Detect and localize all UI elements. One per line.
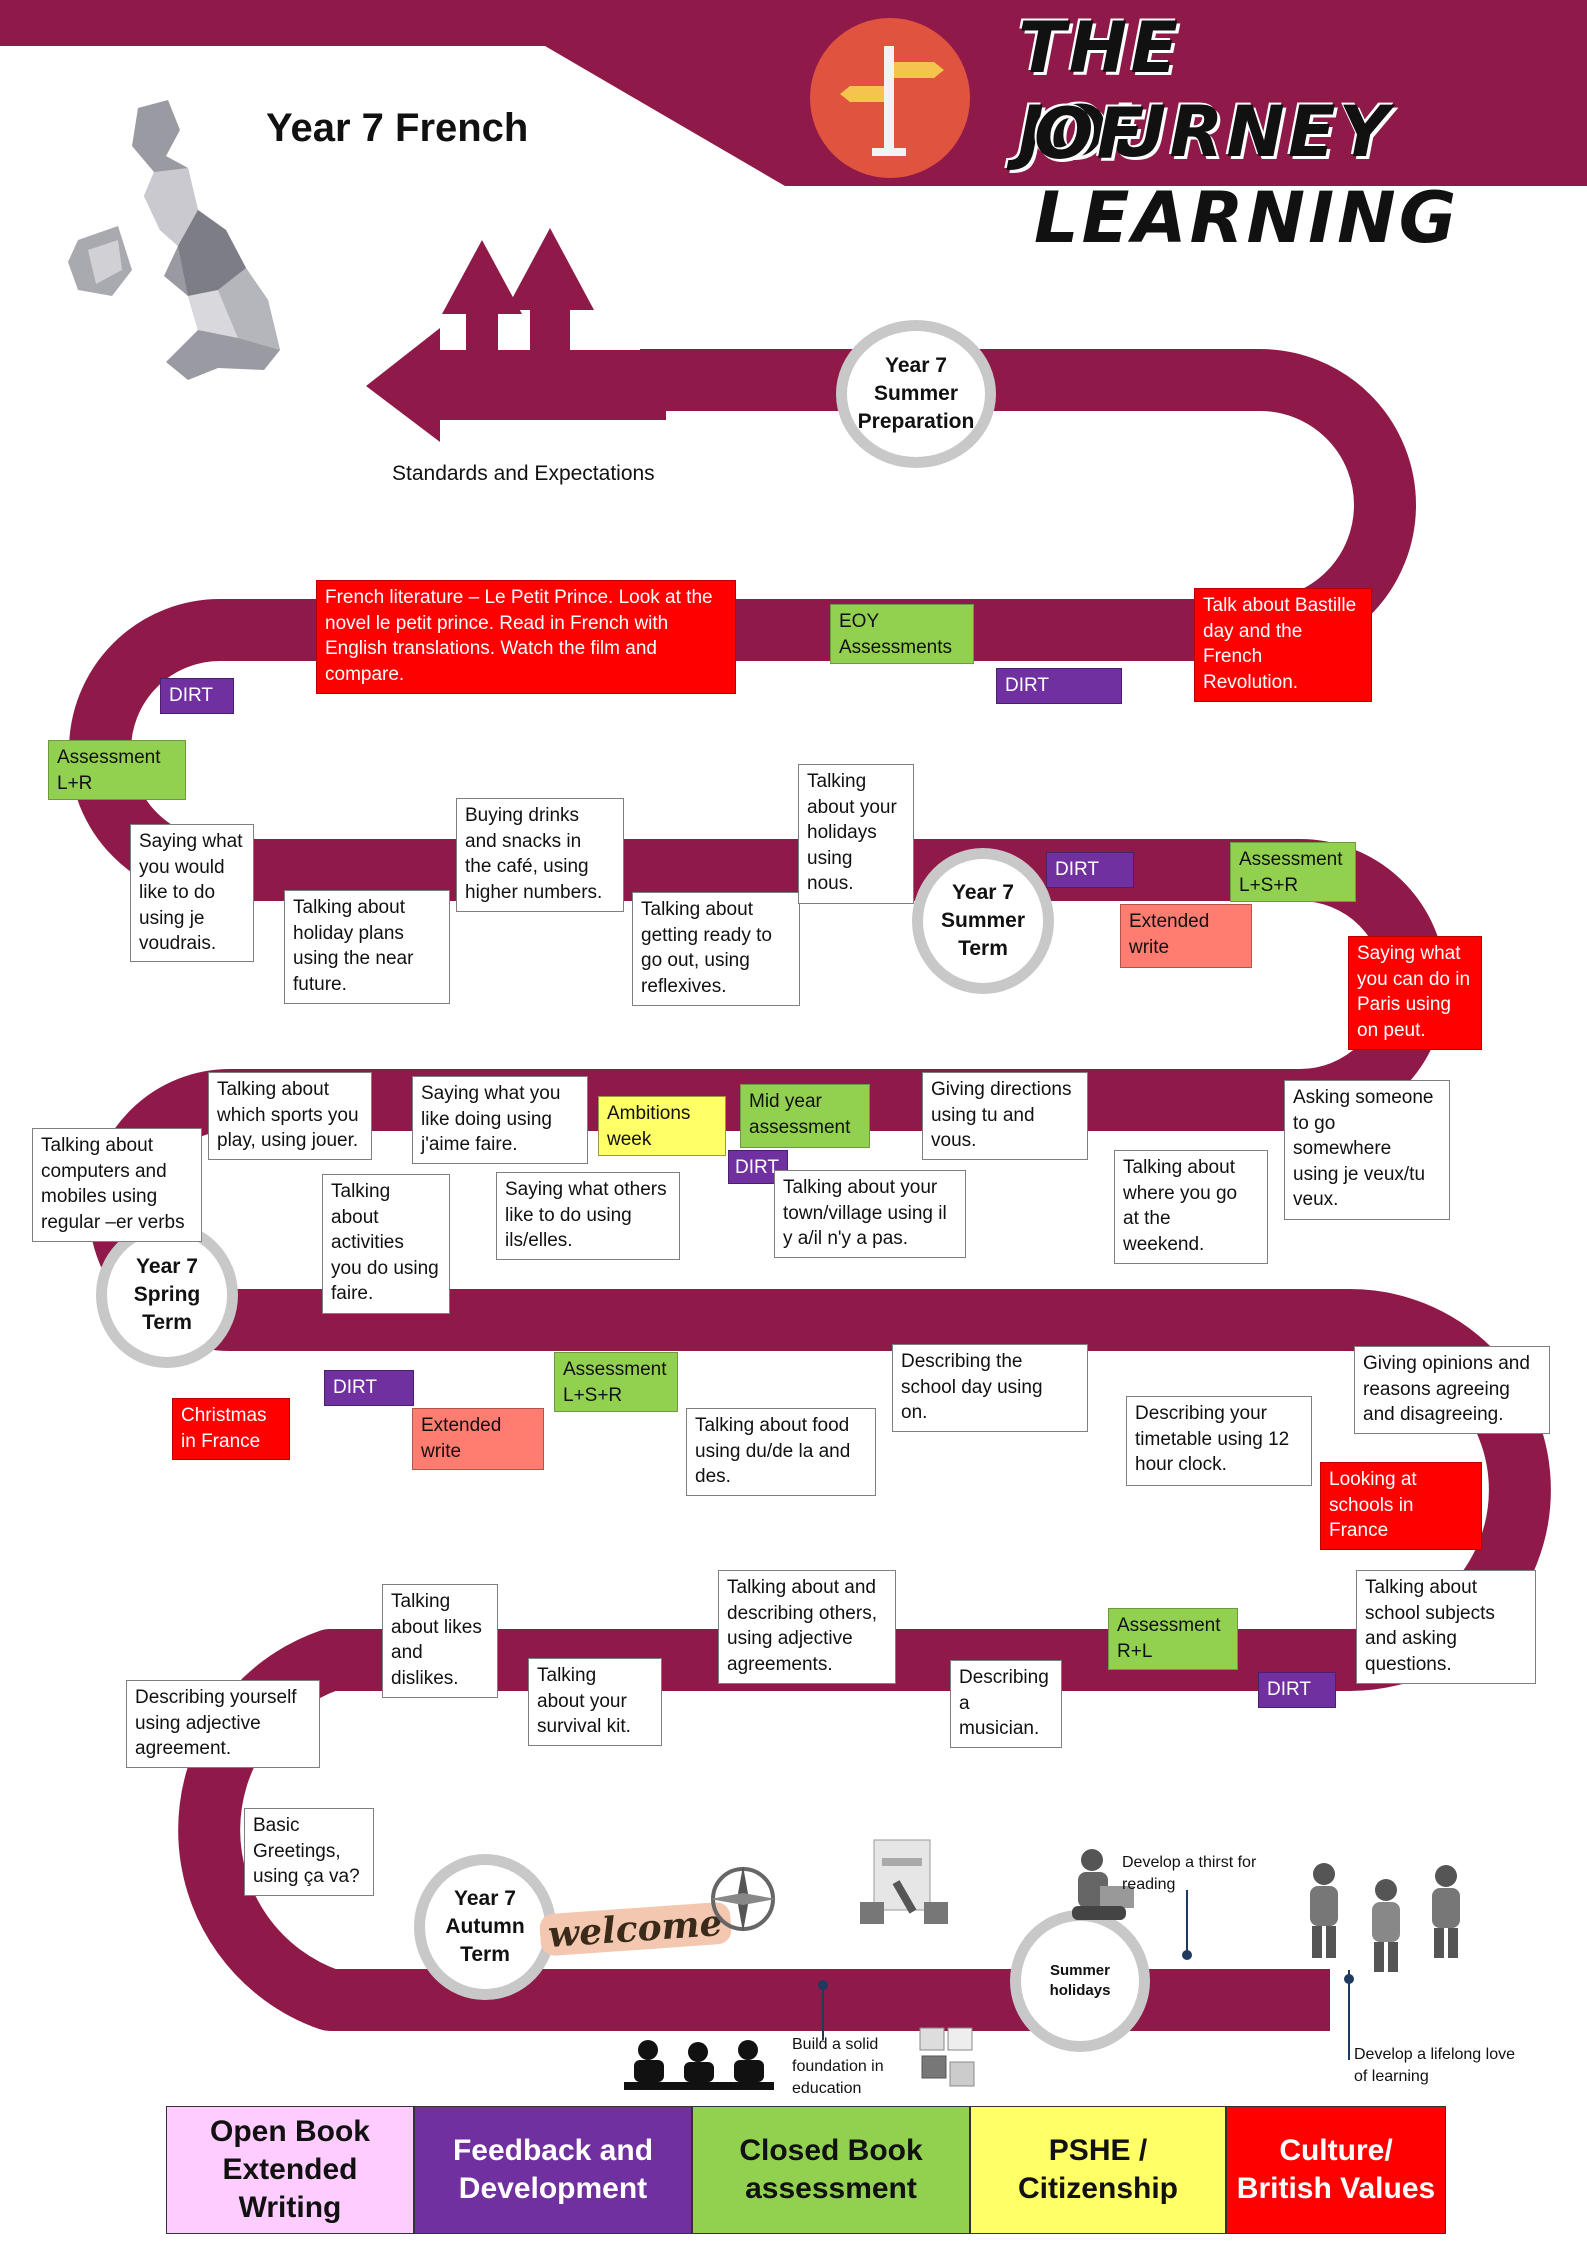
box-assessment-lr: Assessment L+R: [48, 740, 186, 800]
box-opinions: Giving opinions and reasons agreeing and…: [1354, 1346, 1550, 1434]
expectations-arrow-icon: [366, 228, 666, 442]
thirst-pointer: [1186, 1890, 1188, 1954]
box-sports: Talking about which sports you play, usi…: [208, 1072, 372, 1160]
box-assessment-lsr: Assessment L+S+R: [554, 1352, 678, 1412]
box-jaime: Saying what you like doing using j'aime …: [412, 1076, 588, 1164]
box-extended-write: Extended write: [412, 1408, 544, 1470]
box-christmas: Christmas in France: [172, 1398, 290, 1460]
lifelong-pointer: [1348, 1970, 1350, 2060]
box-town: Talking about your town/village using il…: [774, 1170, 966, 1258]
box-holidays-nous: Talking about your holidays using nous.: [798, 764, 914, 904]
signpost-icon: [810, 18, 970, 178]
box-schools-france: Looking at schools in France: [1320, 1462, 1482, 1550]
building-blocks-icon: [919, 2027, 975, 2087]
term-spring: Year 7 Spring Term: [96, 1222, 238, 1368]
header-banner: [0, 0, 1587, 186]
box-asking: Asking someone to go somewhere using je …: [1284, 1080, 1450, 1220]
standards-label: Standards and Expectations: [392, 462, 655, 485]
walking-people-icon: [1310, 1863, 1460, 1972]
box-computers: Talking about computers and mobiles usin…: [32, 1128, 202, 1242]
box-greetings: Basic Greetings, using ça va?: [244, 1808, 374, 1896]
legend-closed-book: Closed Book assessment: [692, 2106, 970, 2234]
box-describing-others: Talking about and describing others, usi…: [718, 1570, 896, 1684]
reader-icon: [1072, 1849, 1134, 1920]
box-assessment-rl: Assessment R+L: [1108, 1608, 1238, 1670]
term-autumn: Year 7 Autumn Term: [414, 1854, 556, 2000]
box-mid-year-assessment: Mid year assessment: [740, 1084, 870, 1148]
box-food: Talking about food using du/de la and de…: [686, 1408, 876, 1496]
box-school-day: Describing the school day using on.: [892, 1344, 1088, 1432]
lifelong-label: Develop a lifelong love of learning: [1354, 2046, 1515, 2085]
thirst-pointer-dot: [1182, 1950, 1192, 1960]
compass-icon: [710, 1866, 776, 1932]
students-studying-icon: [624, 2040, 774, 2090]
box-school-subjects: Talking about school subjects and asking…: [1356, 1570, 1536, 1684]
box-getting-ready: Talking about getting ready to go out, u…: [632, 892, 800, 1006]
box-musician: Describing a musician.: [950, 1660, 1062, 1748]
page-title-line1: THE JOURNEY: [1018, 7, 1393, 173]
box-directions: Giving directions using tu and vous.: [922, 1072, 1088, 1160]
foundation-pointer-dot: [818, 1980, 828, 1990]
box-holiday-plans: Talking about holiday plans using the ne…: [284, 890, 450, 1004]
box-survival-kit: Talking about your survival kit.: [528, 1658, 662, 1746]
box-petit-prince: French literature – Le Petit Prince. Loo…: [316, 580, 736, 694]
box-buying-drinks: Buying drinks and snacks in the café, us…: [456, 798, 624, 912]
box-paris: Saying what you can do in Paris using on…: [1348, 936, 1482, 1050]
legend-pshe: PSHE / Citizenship: [970, 2106, 1226, 2234]
box-dirt: DIRT: [996, 668, 1122, 704]
box-weekend: Talking about where you go at the weeken…: [1114, 1150, 1268, 1264]
box-others: Saying what others like to do using ils/…: [496, 1172, 680, 1260]
approved-document-icon: [860, 1839, 948, 1924]
subject-title: Year 7 French: [266, 106, 529, 150]
box-timetable: Describing your timetable using 12 hour …: [1126, 1396, 1312, 1486]
thirst-label: Develop a thirst for reading: [1122, 1854, 1257, 1893]
box-dirt: DIRT: [1258, 1672, 1336, 1708]
legend-open-book: Open Book Extended Writing: [166, 2106, 414, 2234]
term-summer: Year 7 Summer Term: [912, 848, 1054, 994]
box-bastille: Talk about Bastille day and the French R…: [1194, 588, 1372, 702]
page-title-line2: OF LEARNING: [1034, 93, 1460, 259]
box-activities: Talking about activities you do using fa…: [322, 1174, 450, 1314]
box-dirt: DIRT: [160, 678, 234, 714]
legend-culture: Culture/ British Values: [1226, 2106, 1446, 2234]
lifelong-pointer-dot: [1344, 1974, 1354, 1984]
box-likes: Talking about likes and dislikes.: [382, 1584, 498, 1698]
box-je-voudrais: Saying what you would like to do using j…: [130, 824, 254, 962]
box-assessment-lsr: Assessment L+S+R: [1230, 842, 1356, 902]
box-dirt: DIRT: [1046, 852, 1134, 888]
term-summer-preparation: Year 7 Summer Preparation: [836, 320, 996, 468]
foundation-label: Build a solid foundation in education: [792, 2036, 884, 2097]
box-ambitions-week: Ambitions week: [598, 1096, 726, 1156]
legend-feedback: Feedback and Development: [414, 2106, 692, 2234]
uk-map-icon: [68, 100, 280, 380]
box-extended-write: Extended write: [1120, 904, 1252, 968]
foundation-pointer: [822, 1984, 824, 2040]
box-yourself: Describing yourself using adjective agre…: [126, 1680, 320, 1768]
box-dirt: DIRT: [324, 1370, 414, 1406]
box-eoy-assessments: EOY Assessments: [830, 604, 974, 664]
